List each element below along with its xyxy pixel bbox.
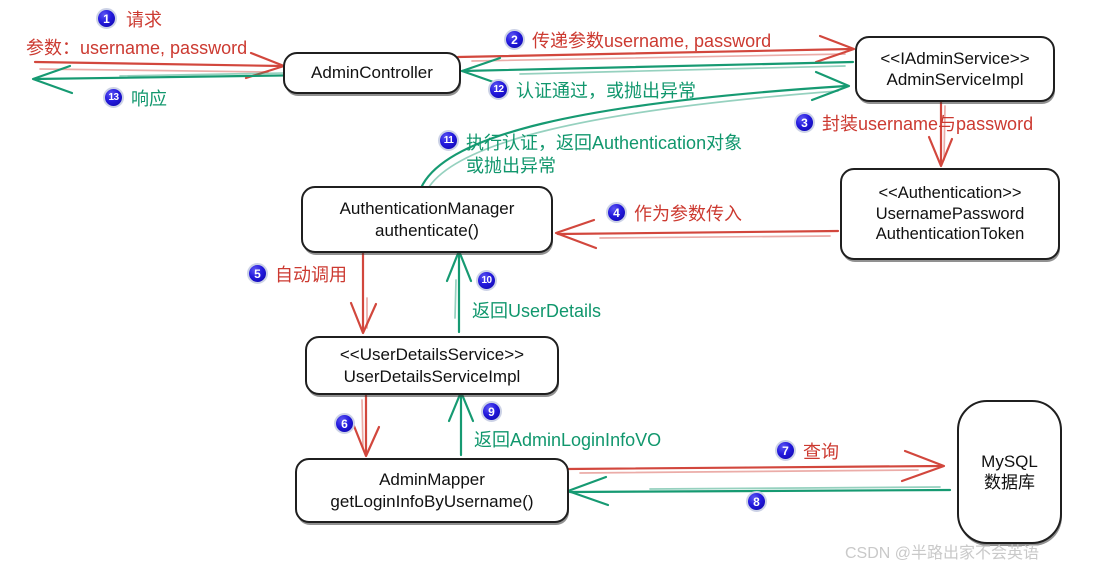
step-8-badge: 8 [746,491,767,512]
node-label: AdminServiceImpl [886,70,1024,89]
step-9-label: 返回AdminLoginInfoVO [474,430,662,450]
step-2-label: 传递参数username, password [532,31,772,51]
arrow-step3-wrap-credentials [927,99,954,168]
step-3-badge: 3 [794,112,815,133]
step-10-badge: 10 [476,270,497,291]
step-11-label-line2: 或抛出异常 [466,156,556,176]
step-10-label: 返回UserDetails [472,301,602,321]
node-label: AuthenticationManager [339,199,515,219]
step-4-badge: 4 [606,202,627,223]
node-admin-mapper: AdminMapper getLoginInfoByUsername() [295,458,569,523]
step-4-label: 作为参数传入 [634,204,742,224]
node-admin-controller: AdminController [283,52,461,94]
node-label: <<UserDetailsService>> [339,345,525,365]
arrow-step10-return-userdetails [445,249,473,334]
arrow-step7-query-db [565,449,946,483]
step-12-badge: 12 [488,79,509,100]
node-label: 数据库 [984,473,1035,492]
step-7-badge: 7 [775,440,796,461]
step-13-label: 响应 [131,89,167,109]
arrow-step2-pass-params [456,34,856,64]
step-6-badge: 6 [334,413,355,434]
node-label: <<Authentication>> [878,183,1022,202]
arrow-step9-return-logininfo [447,390,475,457]
arrow-step6-query-call [352,391,381,458]
step-3-label: 封装username与password [822,114,1034,134]
step-5-badge: 5 [247,263,268,284]
node-label: UsernamePassword [875,204,1025,223]
node-label: AuthenticationToken [875,225,1025,244]
node-label: MySQL [981,451,1038,471]
step-13-badge: 13 [103,87,124,108]
watermark: CSDN @半路出家不会英语 [845,545,1040,562]
step-11-badge: 11 [438,130,459,151]
step-9-badge: 9 [481,401,502,422]
arrow-step12-auth-result [460,56,855,87]
node-user-details-service-impl: <<UserDetailsService>> UserDetailsServic… [305,336,559,395]
step-7-label: 查询 [803,442,839,462]
node-admin-service-impl: <<IAdminService>> AdminServiceImpl [855,36,1055,102]
step-1-label: 请求 [126,10,162,30]
step-5-label: 自动调用 [275,265,347,285]
node-username-password-authentication-token: <<Authentication>> UsernamePassword Auth… [840,168,1060,260]
node-label: authenticate() [375,220,479,240]
node-mysql-database: MySQL 数据库 [957,400,1062,544]
arrow-step4-pass-token [554,218,840,250]
step-12-label: 认证通过，或抛出异常 [516,81,696,101]
node-label: UserDetailsServiceImpl [343,366,521,386]
arrow-step11-return-authentication [419,70,851,191]
node-authentication-manager: AuthenticationManager authenticate() [301,186,553,253]
node-label: AdminController [311,63,433,83]
step-2-badge: 2 [504,29,525,50]
node-label: getLoginInfoByUsername() [330,491,534,511]
arrow-step5-auto-call [349,249,378,335]
step-1-badge: 1 [96,8,117,29]
node-label: <<IAdminService>> [880,48,1030,68]
node-label: AdminMapper [379,470,485,490]
request-params-label: 参数：username, password [26,38,248,58]
step-11-label-line1: 执行认证，返回Authentication对象 [466,133,743,153]
